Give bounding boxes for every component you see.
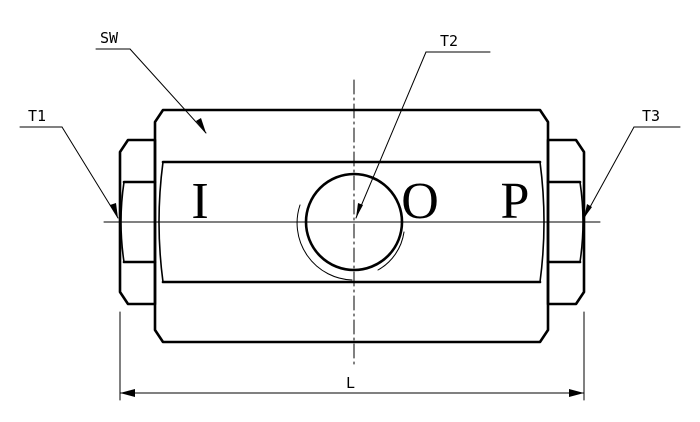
main-hex-body bbox=[153, 108, 550, 344]
left-hex-fitting bbox=[118, 138, 157, 306]
port-marking-pressure: P bbox=[501, 173, 530, 230]
right-hex-fitting bbox=[546, 138, 586, 306]
label-t2: T2 bbox=[440, 32, 458, 50]
label-length: L bbox=[346, 374, 355, 392]
leader-lines bbox=[19, 48, 681, 219]
port-marking-out: O bbox=[401, 173, 439, 230]
label-t3: T3 bbox=[642, 107, 660, 125]
length-dimension bbox=[119, 311, 585, 401]
label-sw: SW bbox=[100, 29, 119, 47]
port-marking-in: I bbox=[191, 173, 208, 230]
label-t1: T1 bbox=[28, 107, 46, 125]
center-port bbox=[296, 172, 405, 281]
